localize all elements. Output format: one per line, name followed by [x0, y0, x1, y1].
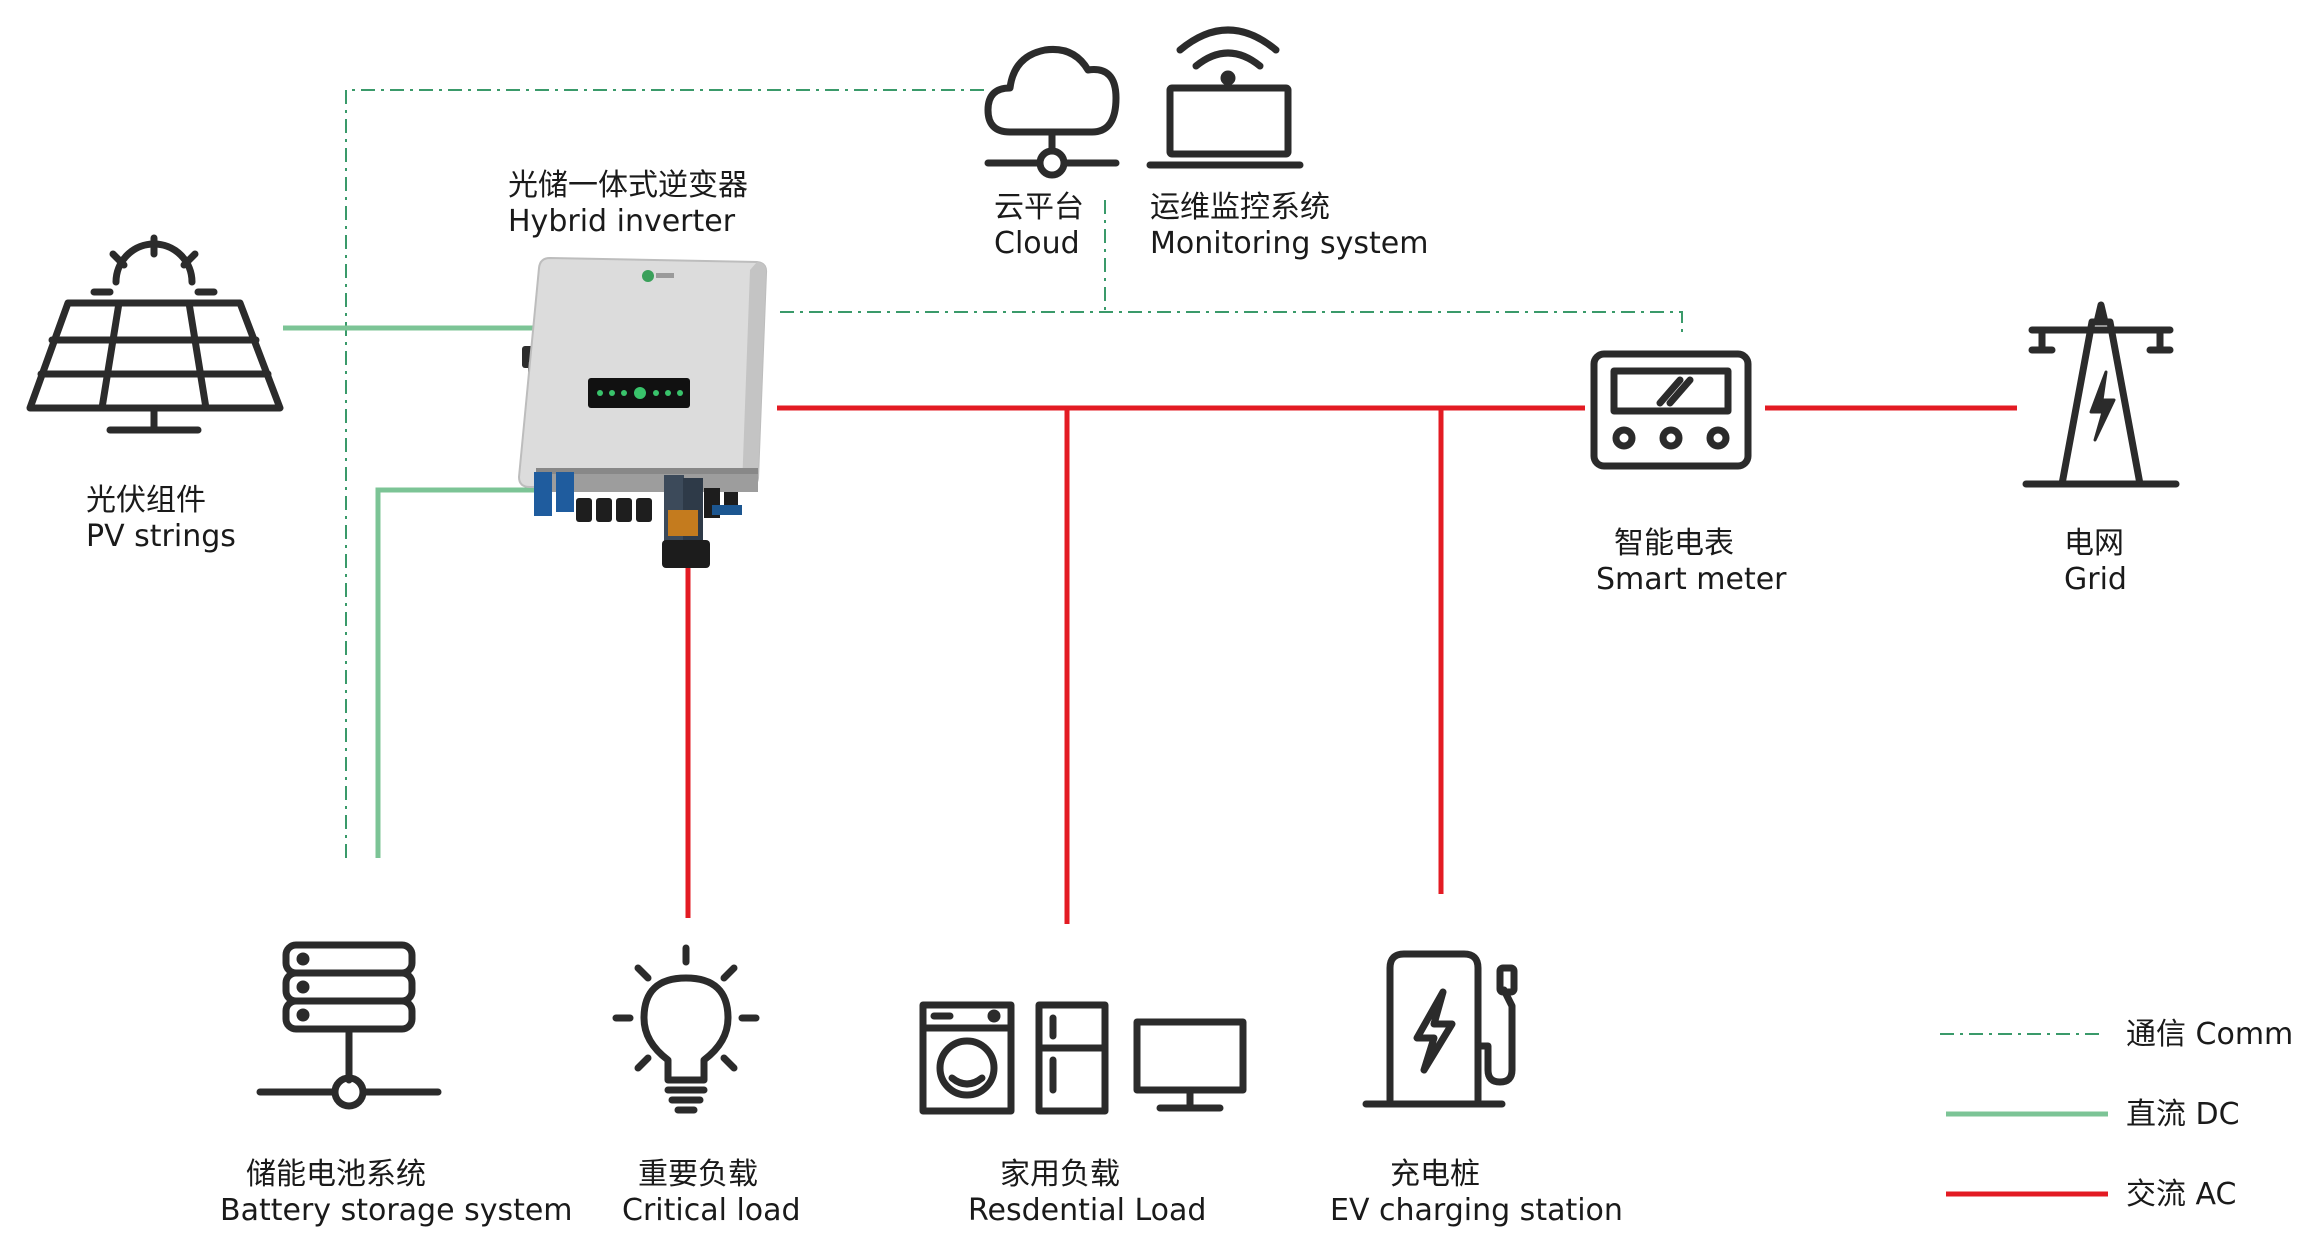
- pv-label-en: PV strings: [86, 519, 236, 554]
- critical-label-en: Critical load: [622, 1193, 801, 1228]
- home-appliances-icon: [919, 1001, 1247, 1115]
- legend-label-comm: 通信 Comm: [2126, 1017, 2293, 1052]
- light-bulb-icon: [612, 944, 760, 1114]
- comm-line-inverter-to-meter: [780, 311, 1683, 338]
- monitoring-label-zh: 运维监控系统: [1150, 190, 1330, 225]
- comm-lines: [345, 89, 1683, 858]
- battery-server-icon: [256, 941, 442, 1110]
- ev-charger-icon: [1362, 950, 1518, 1108]
- grid-label-zh: 电网: [2064, 526, 2124, 561]
- inverter-label-en: Hybrid inverter: [508, 204, 736, 239]
- monitoring-label-en: Monitoring system: [1150, 226, 1428, 261]
- ev-label-en: EV charging station: [1330, 1193, 1623, 1228]
- inverter-label-zh: 光储一体式逆变器: [508, 168, 748, 203]
- meter-label-zh: 智能电表: [1614, 526, 1734, 561]
- cloud-network-icon: [984, 45, 1120, 179]
- legend-label-dc: 直流 DC: [2126, 1097, 2240, 1132]
- critical-label-zh: 重要负载: [638, 1157, 758, 1192]
- battery-label-en: Battery storage system: [220, 1193, 573, 1228]
- residential-label-zh: 家用负载: [1000, 1157, 1120, 1192]
- laptop-wifi-icon: [1146, 26, 1304, 169]
- power-tower-icon: [2022, 301, 2180, 488]
- battery-label-zh: 储能电池系统: [246, 1157, 426, 1192]
- ev-label-zh: 充电桩: [1390, 1157, 1480, 1192]
- smart-meter-icon: [1590, 350, 1752, 470]
- meter-label-en: Smart meter: [1596, 562, 1787, 597]
- inverter-device-image: [517, 256, 768, 568]
- legend: 通信 Comm 直流 DC 交流 AC: [1940, 1017, 2293, 1212]
- dc-line-battery-to-inverter: [375, 487, 535, 858]
- residential-label-en: Resdential Load: [968, 1193, 1206, 1228]
- cloud-label-en: Cloud: [994, 226, 1080, 261]
- solar-panel-icon: [26, 234, 284, 434]
- dc-lines: [283, 325, 535, 858]
- ac-lines: [685, 405, 2017, 924]
- pv-label-zh: 光伏组件: [86, 483, 206, 518]
- comm-line-battery-to-cloud: [345, 89, 985, 858]
- legend-label-ac: 交流 AC: [2126, 1177, 2236, 1212]
- cloud-label-zh: 云平台: [994, 190, 1084, 225]
- grid-label-en: Grid: [2064, 562, 2127, 597]
